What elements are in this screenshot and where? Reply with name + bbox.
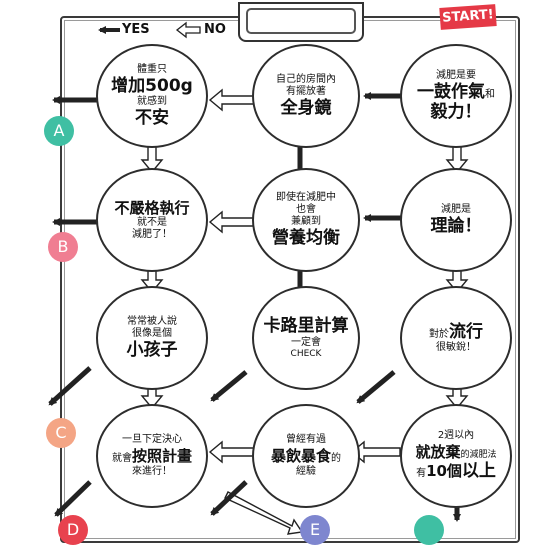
q-line: 10個 — [426, 462, 462, 481]
result-b[interactable]: B — [48, 232, 78, 262]
q-line: 很像是個 — [132, 327, 172, 339]
q-line: 不安 — [135, 108, 169, 128]
clipboard-clip-slot — [246, 8, 356, 34]
q-line: 理論！ — [430, 215, 482, 236]
q-line: 常常被人說 — [127, 315, 177, 327]
q-line: 一定會 — [291, 336, 321, 348]
result-a[interactable]: A — [44, 116, 74, 146]
q-line: 就會 — [111, 453, 132, 465]
q-line: 就放棄 — [415, 443, 461, 462]
q-line: 營養均衡 — [272, 227, 340, 248]
q-line: 卡路里計算 — [263, 316, 349, 337]
q-line: 不嚴格執行 — [114, 199, 190, 217]
q-line: 減肥是 — [441, 203, 471, 215]
question-quit[interactable]: 2週以內 就放棄的減肥法 有10個以上 — [400, 404, 512, 508]
q-line: 的減肥法 — [460, 450, 497, 461]
q-line: 也會 — [296, 203, 316, 215]
q-line: 對於 — [429, 328, 449, 340]
result-c[interactable]: C — [46, 418, 76, 448]
result-e[interactable]: E — [300, 515, 330, 545]
q-line: 按照計畫 — [131, 447, 192, 466]
q-line: 有擺放著 — [286, 85, 326, 97]
question-full-mirror[interactable]: 自己的房間內 有擺放著 全身鏡 — [252, 44, 360, 148]
q-line: 減肥了！ — [132, 229, 172, 240]
question-theory[interactable]: 減肥是 理論！ — [400, 168, 512, 272]
q-line: 即使在減肥中 — [276, 191, 336, 203]
q-line: 流行 — [449, 321, 483, 342]
q-line: 的 — [331, 453, 341, 465]
q-line: 就不是 — [137, 217, 167, 228]
question-nutrition[interactable]: 即使在減肥中 也會 兼顧到 營養均衡 — [252, 168, 360, 272]
q-line: 和 — [485, 88, 495, 100]
q-line: 全身鏡 — [280, 97, 332, 118]
no-arrows — [140, 88, 469, 535]
q-line: 有 — [416, 468, 427, 480]
question-trend[interactable]: 對於流行 很敏銳！ — [400, 286, 512, 390]
q-line: 就感到 — [137, 96, 167, 107]
q-line: 兼顧到 — [291, 215, 321, 227]
q-line: 增加500g — [111, 75, 193, 96]
question-binge[interactable]: 曾經有過 暴飲暴食的 經驗 — [252, 404, 360, 508]
q-line: 經驗 — [296, 465, 316, 477]
q-line: 很敏銳！ — [436, 342, 476, 354]
question-plan[interactable]: 一旦下定決心 就會按照計畫 來進行！ — [96, 404, 208, 508]
q-line: 體重只 — [137, 63, 167, 75]
question-strict[interactable]: 不嚴格執行 就不是 減肥了！ — [96, 168, 208, 272]
start-badge: START! — [439, 4, 497, 30]
question-determination[interactable]: 減肥是要 一鼓作氣和 毅力！ — [400, 44, 512, 148]
q-line: 一旦下定決心 — [122, 434, 182, 446]
q-line: 小孩子 — [126, 339, 178, 360]
q-line: 減肥是要 — [436, 69, 476, 81]
q-line: 來進行！ — [132, 465, 172, 477]
result-f[interactable] — [414, 515, 444, 545]
q-line: 暴飲暴食 — [270, 447, 331, 466]
legend-no-arrow — [175, 21, 201, 39]
q-line: 自己的房間內 — [276, 73, 336, 85]
result-d[interactable]: D — [58, 515, 88, 545]
q-line: 2週以內 — [437, 430, 475, 442]
question-calorie[interactable]: 卡路里計算 一定會 CHECK — [252, 286, 360, 390]
q-line: 一鼓作氣 — [417, 81, 485, 102]
question-weight-500g[interactable]: 體重只 增加500g 就感到 不安 — [96, 44, 208, 148]
q-line: 曾經有過 — [286, 434, 326, 446]
q-line: CHECK — [290, 348, 322, 359]
question-child[interactable]: 常常被人說 很像是個 小孩子 — [96, 286, 208, 390]
legend-yes-label: YES — [122, 22, 150, 37]
legend-no-label: NO — [204, 22, 226, 37]
q-line: 以上 — [461, 461, 496, 482]
q-line: 毅力！ — [430, 102, 482, 122]
